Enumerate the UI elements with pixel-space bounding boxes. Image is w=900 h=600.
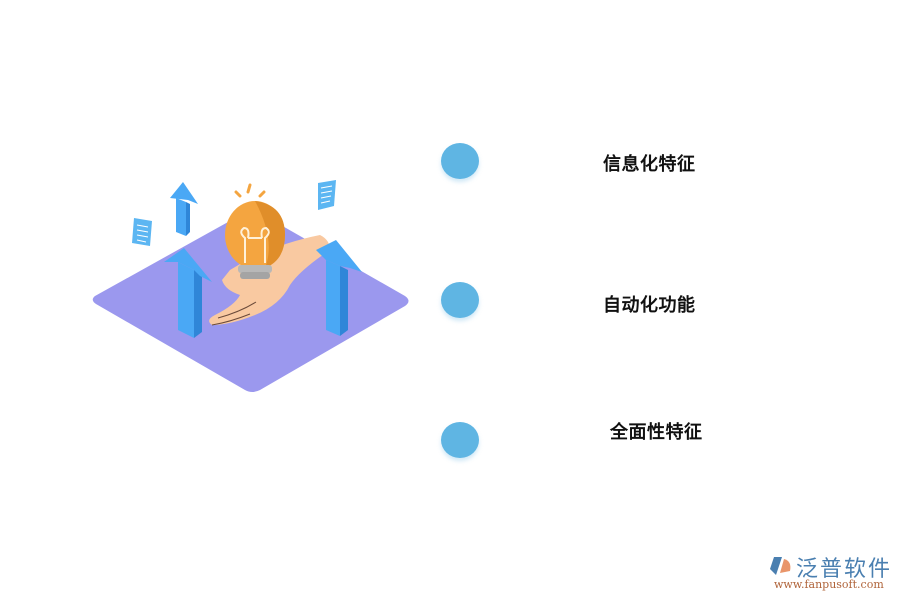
brand-logo: 泛普软件 www.fanpusoft.com bbox=[768, 553, 894, 593]
up-arrow-icon-right bbox=[316, 240, 362, 336]
feature-label-automation: 自动化功能 bbox=[603, 295, 696, 316]
document-icon-left bbox=[132, 218, 152, 246]
logo-name: 泛普软件 bbox=[796, 557, 893, 582]
feature-dot-icon bbox=[441, 422, 479, 458]
feature-label-informatization: 信息化特征 bbox=[603, 154, 696, 175]
feature-label-comprehensive: 全面性特征 bbox=[610, 422, 703, 443]
up-arrow-icon-left bbox=[164, 248, 212, 338]
document-icon-right bbox=[318, 180, 336, 210]
lightbulb-icon bbox=[225, 183, 285, 279]
hand-icon bbox=[209, 235, 330, 326]
feature-dot-icon bbox=[441, 143, 479, 179]
feature-dot-icon bbox=[441, 282, 479, 318]
logo-url: www.fanpusoft.com bbox=[774, 578, 884, 591]
up-arrow-icon-small bbox=[170, 182, 198, 236]
logo-icon bbox=[770, 557, 791, 575]
